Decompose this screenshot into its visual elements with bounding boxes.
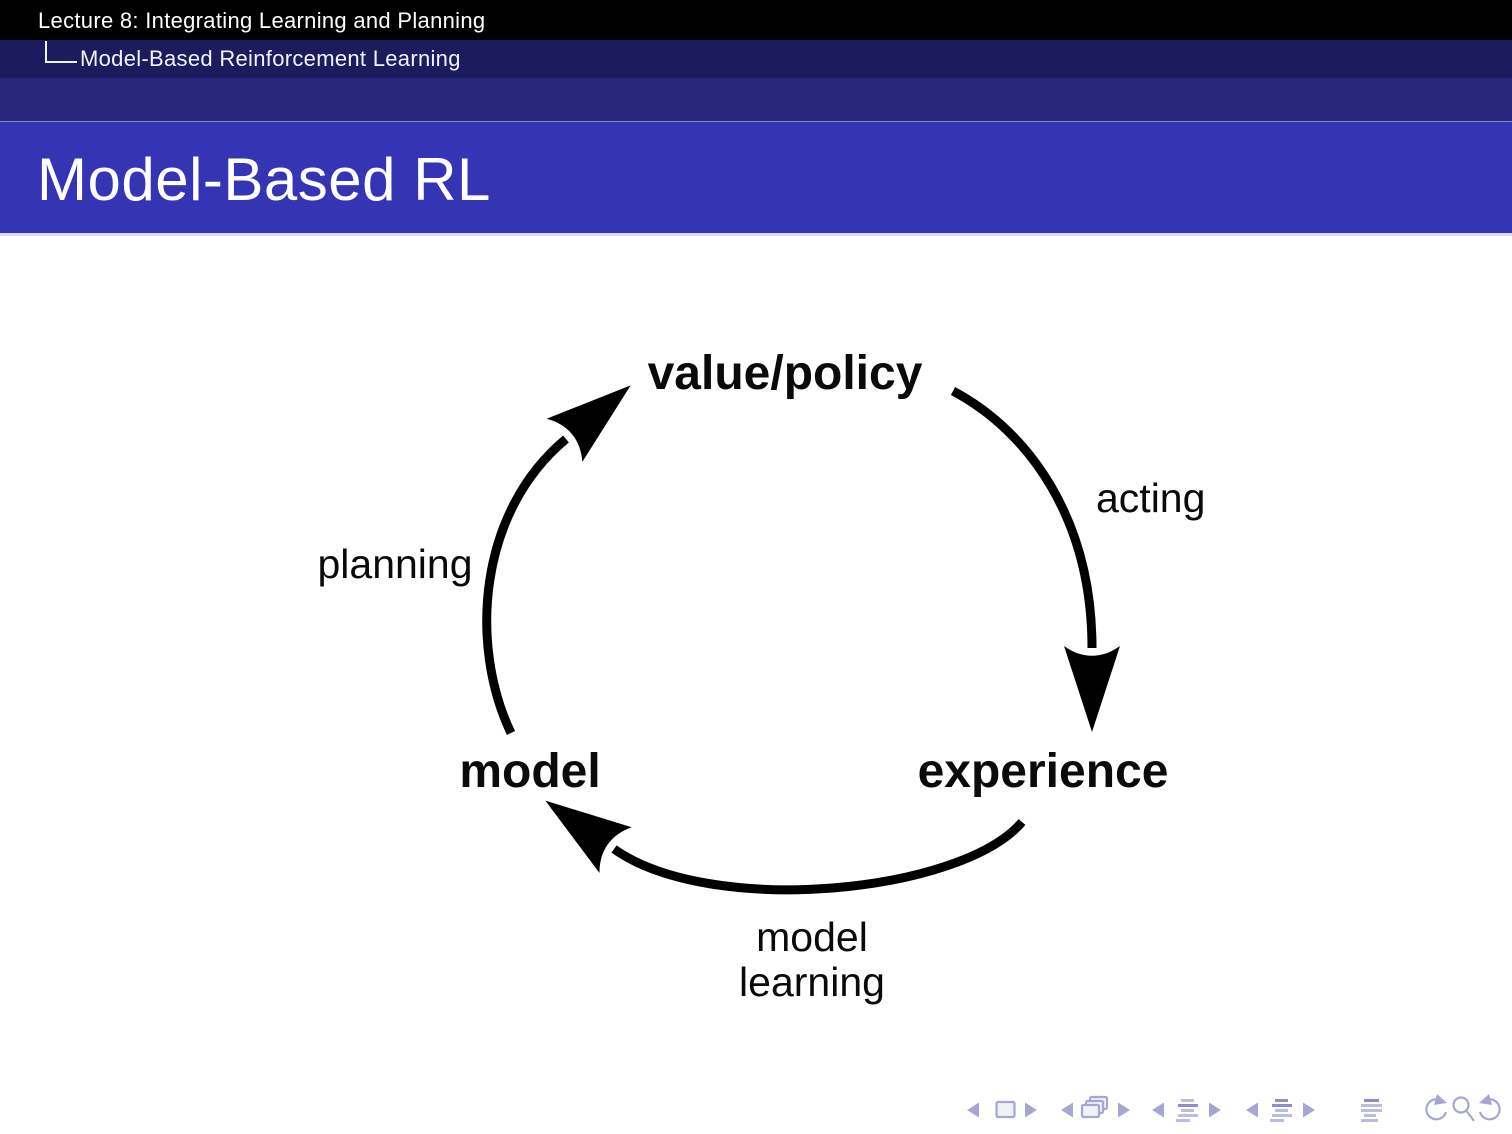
section-list-icon[interactable] — [1176, 1099, 1198, 1122]
next-subsection-icon[interactable] — [1209, 1102, 1221, 1118]
subsection-nav-group — [1152, 1099, 1221, 1122]
frame-nav-group — [1061, 1095, 1130, 1119]
node-experience: experience — [918, 745, 1169, 798]
section-nav-group — [1246, 1099, 1315, 1122]
frame-title-bar: Model-Based RL — [0, 122, 1512, 236]
acting-arrow — [950, 387, 1120, 732]
next-section-icon[interactable] — [1303, 1102, 1315, 1118]
prev-section-icon[interactable] — [1246, 1102, 1258, 1118]
slide-nav-group — [967, 1100, 1037, 1119]
page-title: Model-Based RL — [37, 146, 491, 213]
tree-elbow-icon — [45, 41, 77, 63]
slide-icon[interactable] — [995, 1100, 1016, 1119]
beamer-navigation — [967, 1094, 1501, 1122]
model-learning-arrow — [545, 800, 1026, 895]
search-icon[interactable] — [1452, 1096, 1475, 1122]
next-frame-icon[interactable] — [1118, 1102, 1130, 1118]
node-value-policy: value/policy — [648, 347, 923, 400]
subsection-list-icon[interactable] — [1270, 1099, 1292, 1122]
next-slide-icon[interactable] — [1025, 1102, 1037, 1118]
node-model: model — [459, 745, 600, 798]
frames-icon[interactable] — [1080, 1095, 1109, 1119]
subsection-bar — [0, 78, 1512, 122]
edge-label-model-learning-line2: learning — [739, 959, 885, 1005]
prev-subsection-icon[interactable] — [1152, 1102, 1164, 1118]
redo-icon[interactable] — [1478, 1094, 1501, 1121]
edge-label-acting: acting — [1096, 475, 1205, 521]
planning-arrow — [482, 385, 631, 735]
section-breadcrumb-bar: Model-Based Reinforcement Learning — [0, 40, 1512, 78]
edge-label-model-learning-line1: model — [756, 914, 868, 960]
prev-frame-icon[interactable] — [1061, 1102, 1073, 1118]
cycle-diagram: value/policy experience model acting pla… — [317, 347, 1205, 1005]
history-search-group — [1425, 1094, 1501, 1122]
undo-icon[interactable] — [1425, 1094, 1448, 1121]
section-breadcrumb: Model-Based Reinforcement Learning — [80, 46, 461, 71]
edge-label-planning: planning — [317, 541, 472, 587]
prev-slide-icon[interactable] — [967, 1102, 979, 1118]
lecture-title-bar: Lecture 8: Integrating Learning and Plan… — [0, 0, 1512, 40]
appendix-list-icon[interactable] — [1361, 1099, 1382, 1122]
lecture-title: Lecture 8: Integrating Learning and Plan… — [38, 8, 486, 33]
